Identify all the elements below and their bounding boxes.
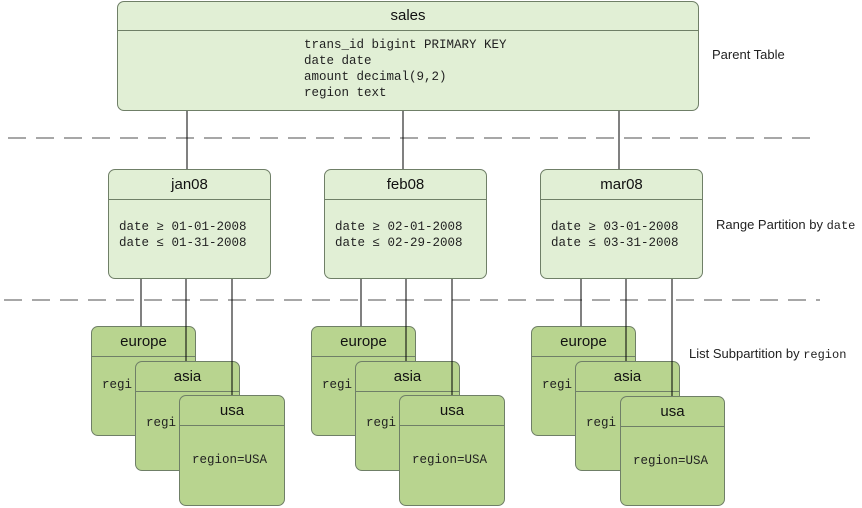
- lower-bound-operator: date ≥: [551, 220, 604, 234]
- subpartition-title: europe: [532, 327, 635, 357]
- parent-table-box: sales trans_id bigint PRIMARY KEY date d…: [117, 1, 699, 111]
- subpartition-condition: regi: [542, 378, 573, 392]
- range-partition-title: feb08: [325, 170, 486, 200]
- range-partition-key: date: [826, 219, 856, 233]
- column-definition: amount decimal(9,2): [304, 70, 447, 84]
- lower-bound-operator: date ≥: [119, 220, 172, 234]
- upper-bound: date ≤ 02-29-2008: [335, 235, 486, 251]
- subpartition-condition: regi: [586, 416, 617, 430]
- parent-table-columns: trans_id bigint PRIMARY KEY date date am…: [118, 31, 698, 110]
- subpartition-title: asia: [576, 362, 679, 392]
- range-partition-jan08: jan08 date ≥ 01-01-2008 date ≤ 01-31-200…: [108, 169, 271, 279]
- subpartition-title: europe: [92, 327, 195, 357]
- upper-bound-value: 01-31-2008: [171, 236, 247, 250]
- lower-bound-value: 01-01-2008: [171, 220, 247, 234]
- column-definition: date date: [304, 54, 372, 68]
- subpartition-condition: regi: [102, 378, 133, 392]
- range-partition-bounds: date ≥ 03-01-2008 date ≤ 03-31-2008: [541, 200, 702, 278]
- subpartition-condition: regi: [366, 416, 397, 430]
- subpartition-usa: usa region=USA: [179, 395, 285, 506]
- list-subpartition-key: region: [803, 348, 847, 362]
- subpartition-title: asia: [356, 362, 459, 392]
- subpartition-title: usa: [400, 396, 504, 426]
- upper-bound: date ≤ 03-31-2008: [551, 235, 702, 251]
- lower-bound: date ≥ 01-01-2008: [119, 219, 270, 235]
- lower-bound-value: 02-01-2008: [387, 220, 463, 234]
- subpartition-usa: usa region=USA: [620, 396, 725, 506]
- range-partition-title: jan08: [109, 170, 270, 200]
- column-definition: region text: [304, 86, 387, 100]
- range-partition-title: mar08: [541, 170, 702, 200]
- upper-bound-value: 02-29-2008: [387, 236, 463, 250]
- subpartition-condition: region=USA: [412, 453, 488, 467]
- upper-bound-operator: date ≤: [335, 236, 388, 250]
- subpartition-title: europe: [312, 327, 415, 357]
- range-partition-label-text: Range Partition by: [716, 217, 827, 232]
- subpartition-title: usa: [621, 397, 724, 427]
- lower-bound-operator: date ≥: [335, 220, 388, 234]
- subpartition-title: usa: [180, 396, 284, 426]
- range-partition-label: Range Partition by date: [716, 217, 855, 233]
- range-partition-mar08: mar08 date ≥ 03-01-2008 date ≤ 03-31-200…: [540, 169, 703, 279]
- list-subpartition-label: List Subpartition by region: [689, 346, 846, 362]
- lower-bound-value: 03-01-2008: [603, 220, 679, 234]
- parent-table-title: sales: [118, 2, 698, 31]
- subpartition-title: asia: [136, 362, 239, 392]
- list-subpartition-label-text: List Subpartition by: [689, 346, 804, 361]
- lower-bound: date ≥ 03-01-2008: [551, 219, 702, 235]
- parent-table-label: Parent Table: [712, 47, 785, 62]
- subpartition-condition: regi: [146, 416, 177, 430]
- upper-bound-operator: date ≤: [551, 236, 604, 250]
- column-definition: trans_id bigint PRIMARY KEY: [304, 38, 507, 52]
- subpartition-condition: region=USA: [633, 454, 709, 468]
- lower-bound: date ≥ 02-01-2008: [335, 219, 486, 235]
- range-partition-bounds: date ≥ 01-01-2008 date ≤ 01-31-2008: [109, 200, 270, 278]
- range-partition-feb08: feb08 date ≥ 02-01-2008 date ≤ 02-29-200…: [324, 169, 487, 279]
- subpartition-usa: usa region=USA: [399, 395, 505, 506]
- upper-bound-value: 03-31-2008: [603, 236, 679, 250]
- range-partition-bounds: date ≥ 02-01-2008 date ≤ 02-29-2008: [325, 200, 486, 278]
- subpartition-condition: regi: [322, 378, 353, 392]
- subpartition-condition: region=USA: [192, 453, 268, 467]
- upper-bound: date ≤ 01-31-2008: [119, 235, 270, 251]
- upper-bound-operator: date ≤: [119, 236, 172, 250]
